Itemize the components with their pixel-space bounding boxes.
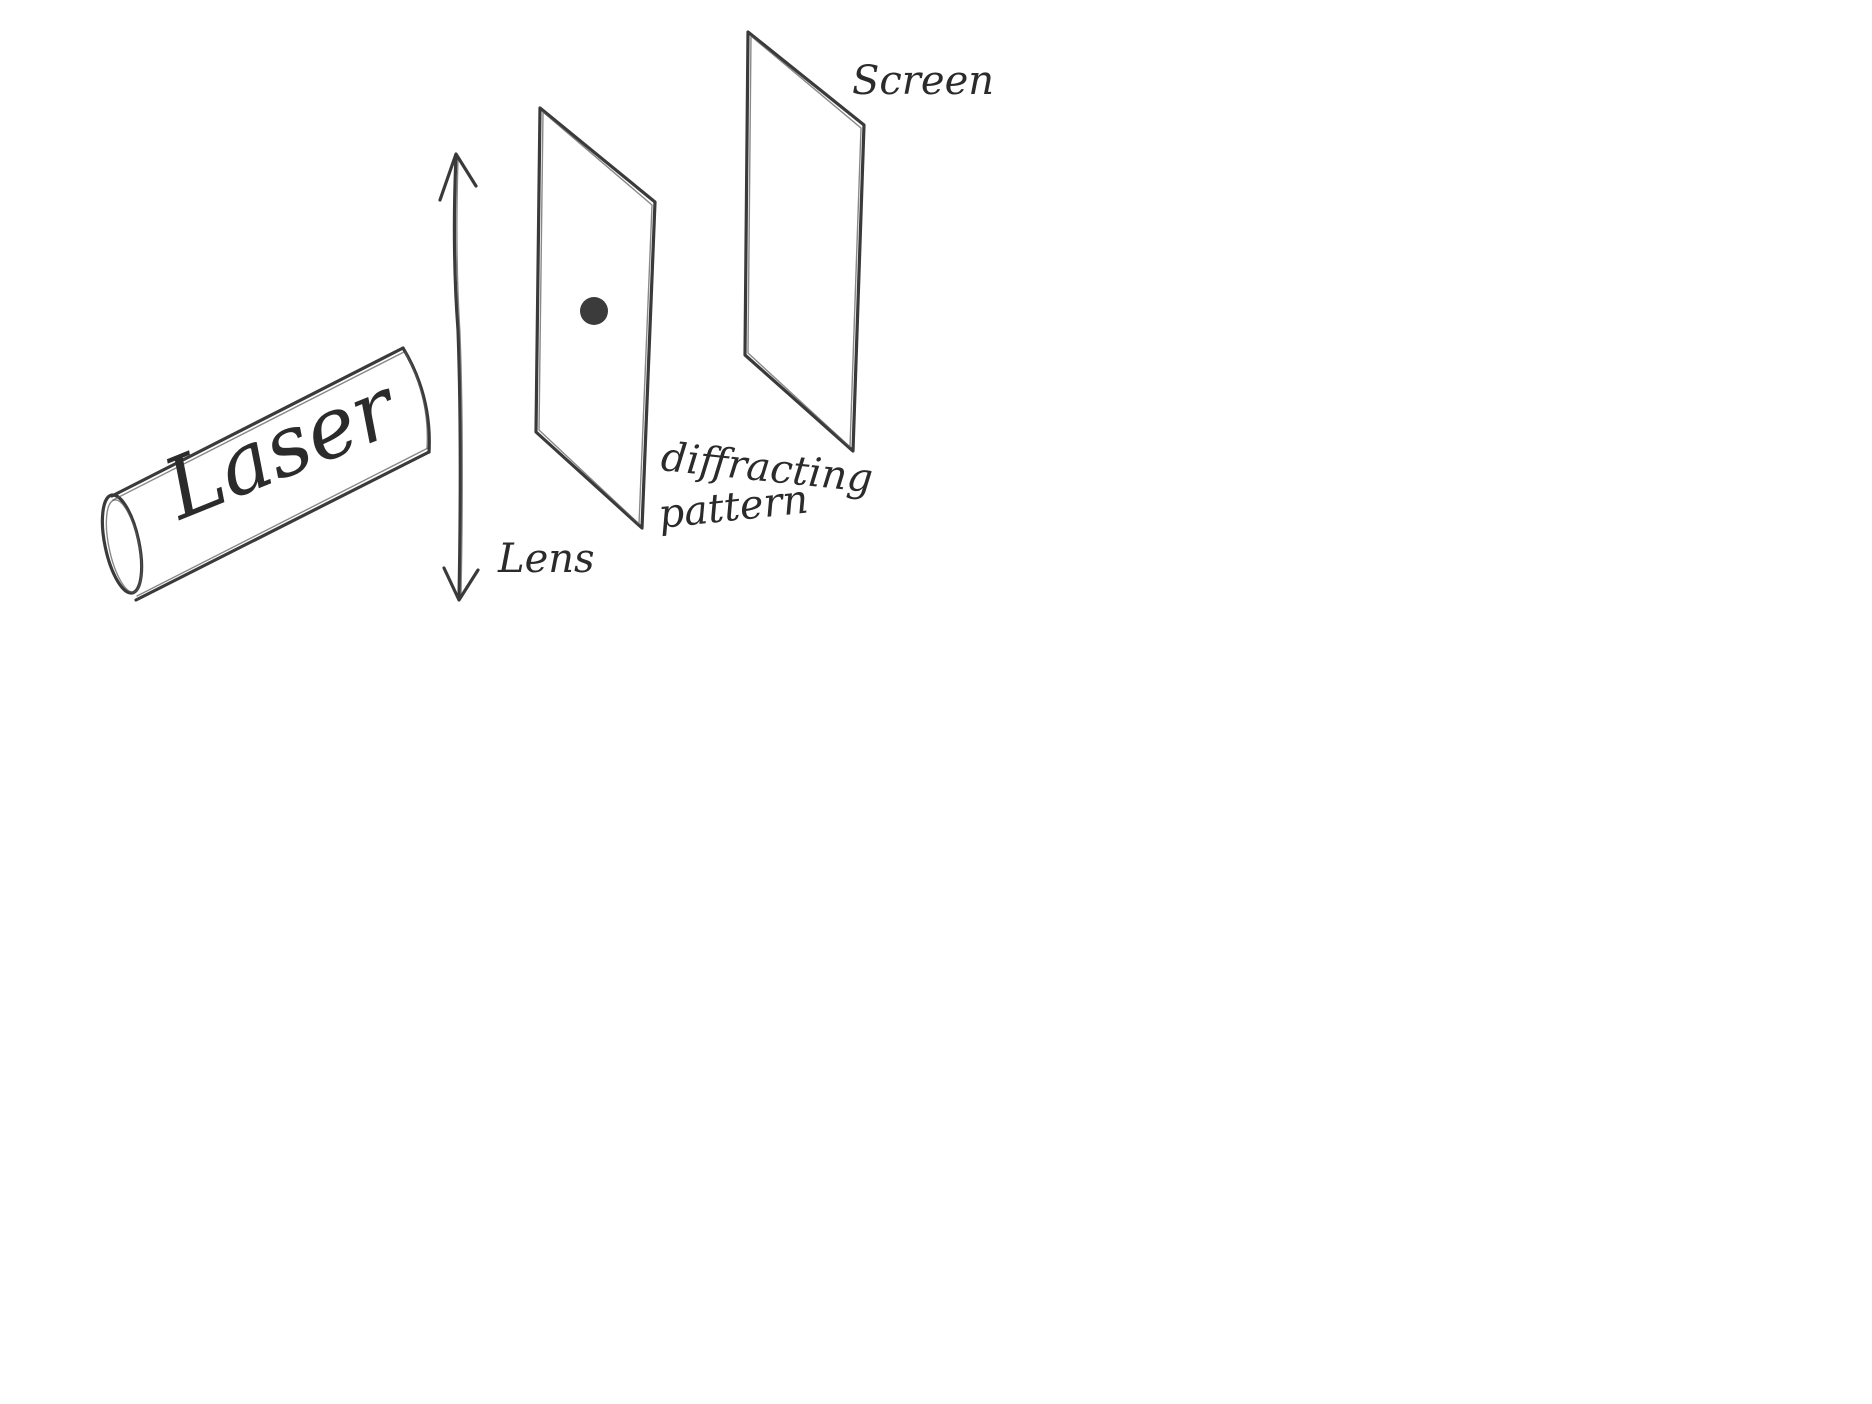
screen-label: Screen [852, 58, 994, 104]
diffracting-plate: diffracting pattern [536, 108, 875, 538]
diffracting-label-line2: pattern [656, 477, 810, 538]
lens-label: Lens [497, 536, 595, 582]
aperture-dot [580, 297, 608, 325]
laser: Laser [95, 348, 429, 600]
laser-label: Laser [149, 356, 414, 539]
lens: Lens [440, 154, 595, 600]
screen: Screen [745, 32, 994, 451]
laser-front-ellipse [95, 492, 149, 597]
